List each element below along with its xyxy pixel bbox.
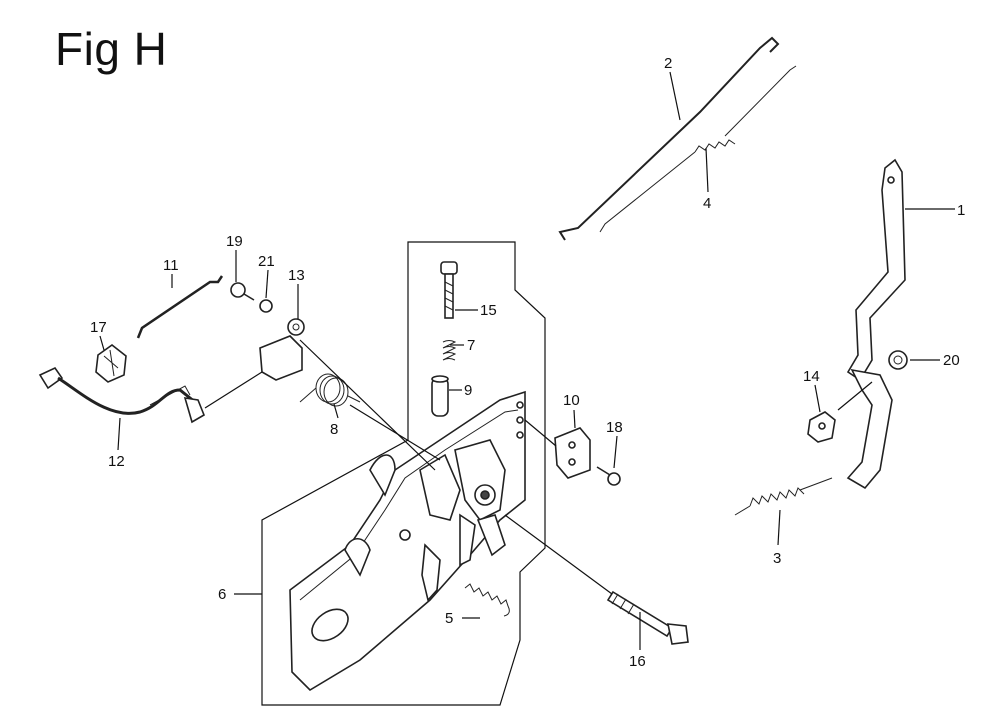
callout-21: 21 bbox=[258, 253, 275, 270]
callout-18: 18 bbox=[606, 419, 623, 436]
stop-switch-block bbox=[259, 335, 303, 381]
callout-17: 17 bbox=[90, 319, 107, 336]
throttle-rod-2 bbox=[558, 36, 780, 241]
clip-17 bbox=[95, 344, 127, 383]
figure-title: Fig H bbox=[55, 23, 168, 75]
callout-13: 13 bbox=[288, 267, 305, 284]
callout-9: 9 bbox=[464, 382, 472, 399]
control-lever-1 bbox=[846, 158, 906, 490]
spring-5 bbox=[464, 583, 510, 617]
callout-4: 4 bbox=[703, 195, 711, 212]
collar-9 bbox=[431, 375, 449, 417]
bolt-16 bbox=[606, 590, 689, 645]
callout-20: 20 bbox=[943, 352, 960, 369]
callout-8: 8 bbox=[330, 421, 338, 438]
callout-3: 3 bbox=[773, 550, 781, 567]
holder-10 bbox=[554, 427, 591, 479]
spring-7 bbox=[442, 340, 457, 361]
callout-14: 14 bbox=[803, 368, 820, 385]
assembly-outline bbox=[261, 241, 546, 706]
callout-15: 15 bbox=[480, 302, 497, 319]
return-spring-3 bbox=[734, 477, 833, 516]
callout-11: 11 bbox=[163, 257, 179, 274]
callout-2: 2 bbox=[664, 55, 672, 72]
choke-rod-11 bbox=[136, 275, 224, 339]
wire-harness-12 bbox=[38, 366, 205, 424]
screw-19 bbox=[230, 282, 255, 301]
spring-8 bbox=[299, 373, 361, 407]
plate-14 bbox=[807, 411, 836, 443]
callout-12: 12 bbox=[108, 453, 125, 470]
callout-19: 19 bbox=[226, 233, 243, 250]
washer-21 bbox=[259, 299, 273, 313]
callout-7: 7 bbox=[467, 337, 475, 354]
nut-20 bbox=[888, 350, 908, 370]
callout-6: 6 bbox=[218, 586, 226, 603]
nut-13 bbox=[287, 318, 305, 336]
bolt-15 bbox=[440, 261, 458, 319]
callout-16: 16 bbox=[629, 653, 646, 670]
governor-lever-group bbox=[419, 439, 506, 602]
callout-1: 1 bbox=[957, 202, 965, 219]
callout-10: 10 bbox=[563, 392, 580, 409]
spring-rod-4 bbox=[599, 65, 797, 233]
callout-5: 5 bbox=[445, 610, 453, 627]
screw-18 bbox=[596, 466, 621, 486]
